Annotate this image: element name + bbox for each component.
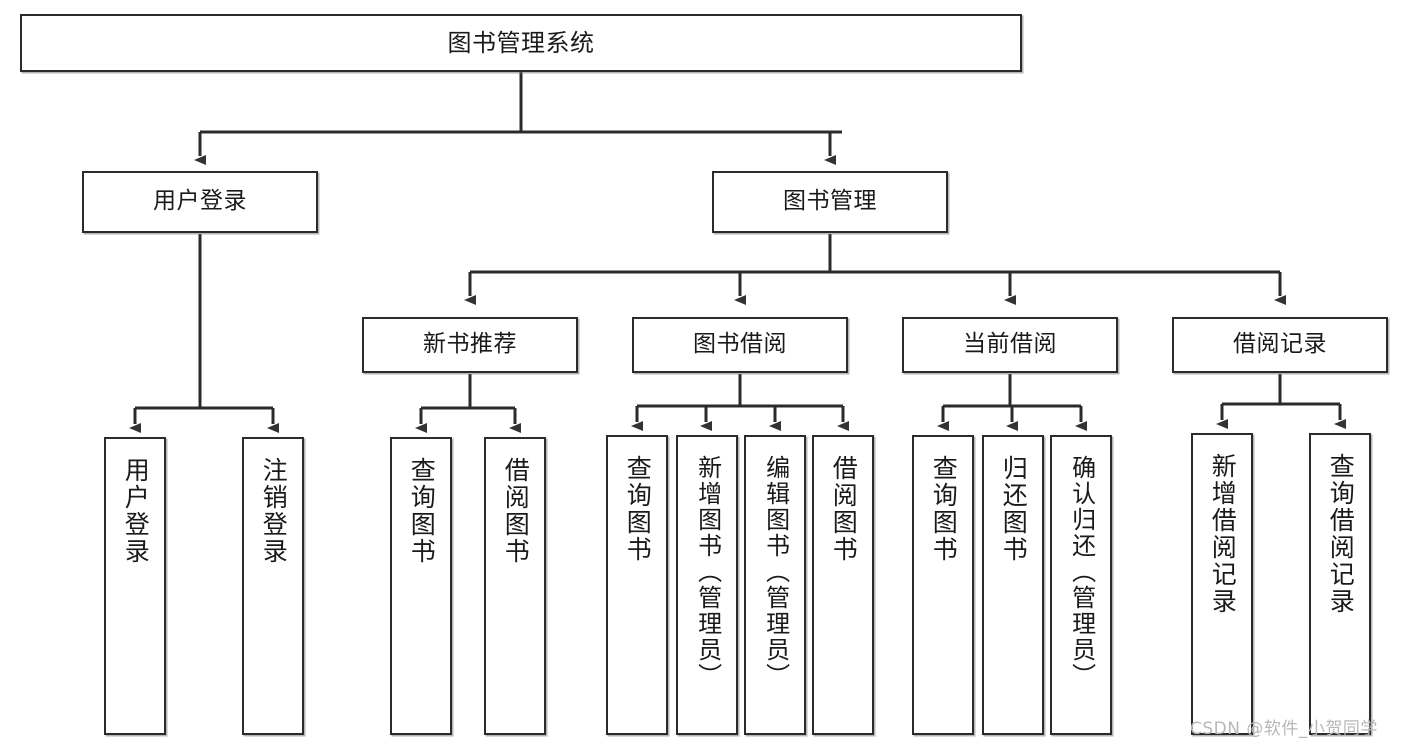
node-leaf-confirm-return-admin[interactable]: 确认归还（管理员）	[1050, 435, 1112, 735]
node-leaf-return-book[interactable]: 归还图书	[982, 435, 1044, 735]
node-label: 新增借阅记录	[1208, 453, 1238, 615]
node-label: 查询图书	[623, 455, 653, 563]
node-label: 借阅图书	[501, 457, 531, 565]
node-label: 新书推荐	[423, 331, 517, 358]
node-label: 确认归还（管理员）	[1067, 455, 1096, 689]
node-label: 用户登录	[153, 188, 247, 215]
node-label: 图书管理系统	[447, 28, 595, 57]
node-leaf-query-book-3[interactable]: 查询图书	[912, 435, 974, 735]
node-leaf-query-book-1[interactable]: 查询图书	[390, 437, 452, 735]
node-leaf-add-borrow-record[interactable]: 新增借阅记录	[1191, 433, 1253, 735]
node-leaf-edit-book-admin[interactable]: 编辑图书（管理员）	[744, 435, 806, 735]
node-label: 借阅图书	[829, 455, 859, 563]
node-root-system[interactable]: 图书管理系统	[20, 14, 1022, 72]
node-label: 新增图书（管理员）	[693, 455, 722, 689]
node-label: 借阅记录	[1233, 331, 1327, 358]
node-leaf-borrow-book-2[interactable]: 借阅图书	[812, 435, 874, 735]
node-leaf-logout-login[interactable]: 注销登录	[242, 437, 304, 735]
csdn-watermark: CSDN @软件_小贺同学	[1190, 719, 1378, 739]
node-new-book-recommend[interactable]: 新书推荐	[362, 317, 578, 373]
node-label: 归还图书	[999, 455, 1029, 563]
node-book-management[interactable]: 图书管理	[712, 171, 948, 233]
node-leaf-borrow-book-1[interactable]: 借阅图书	[484, 437, 546, 735]
node-label: 用户登录	[121, 457, 151, 565]
node-label: 当前借阅	[963, 331, 1057, 358]
node-leaf-query-borrow-record[interactable]: 查询借阅记录	[1309, 433, 1371, 735]
node-label: 编辑图书（管理员）	[761, 455, 790, 689]
node-leaf-add-book-admin[interactable]: 新增图书（管理员）	[676, 435, 738, 735]
node-borrow-record[interactable]: 借阅记录	[1172, 317, 1388, 373]
node-leaf-query-book-2[interactable]: 查询图书	[606, 435, 668, 735]
node-leaf-user-login[interactable]: 用户登录	[104, 437, 166, 735]
node-label: 图书管理	[783, 188, 877, 215]
node-book-borrow[interactable]: 图书借阅	[632, 317, 848, 373]
node-label: 查询借阅记录	[1326, 453, 1356, 615]
node-label: 注销登录	[259, 457, 289, 565]
node-label: 图书借阅	[693, 331, 787, 358]
node-current-borrow[interactable]: 当前借阅	[902, 317, 1118, 373]
node-label: 查询图书	[407, 457, 437, 565]
node-user-login[interactable]: 用户登录	[82, 171, 318, 233]
node-label: 查询图书	[929, 455, 959, 563]
